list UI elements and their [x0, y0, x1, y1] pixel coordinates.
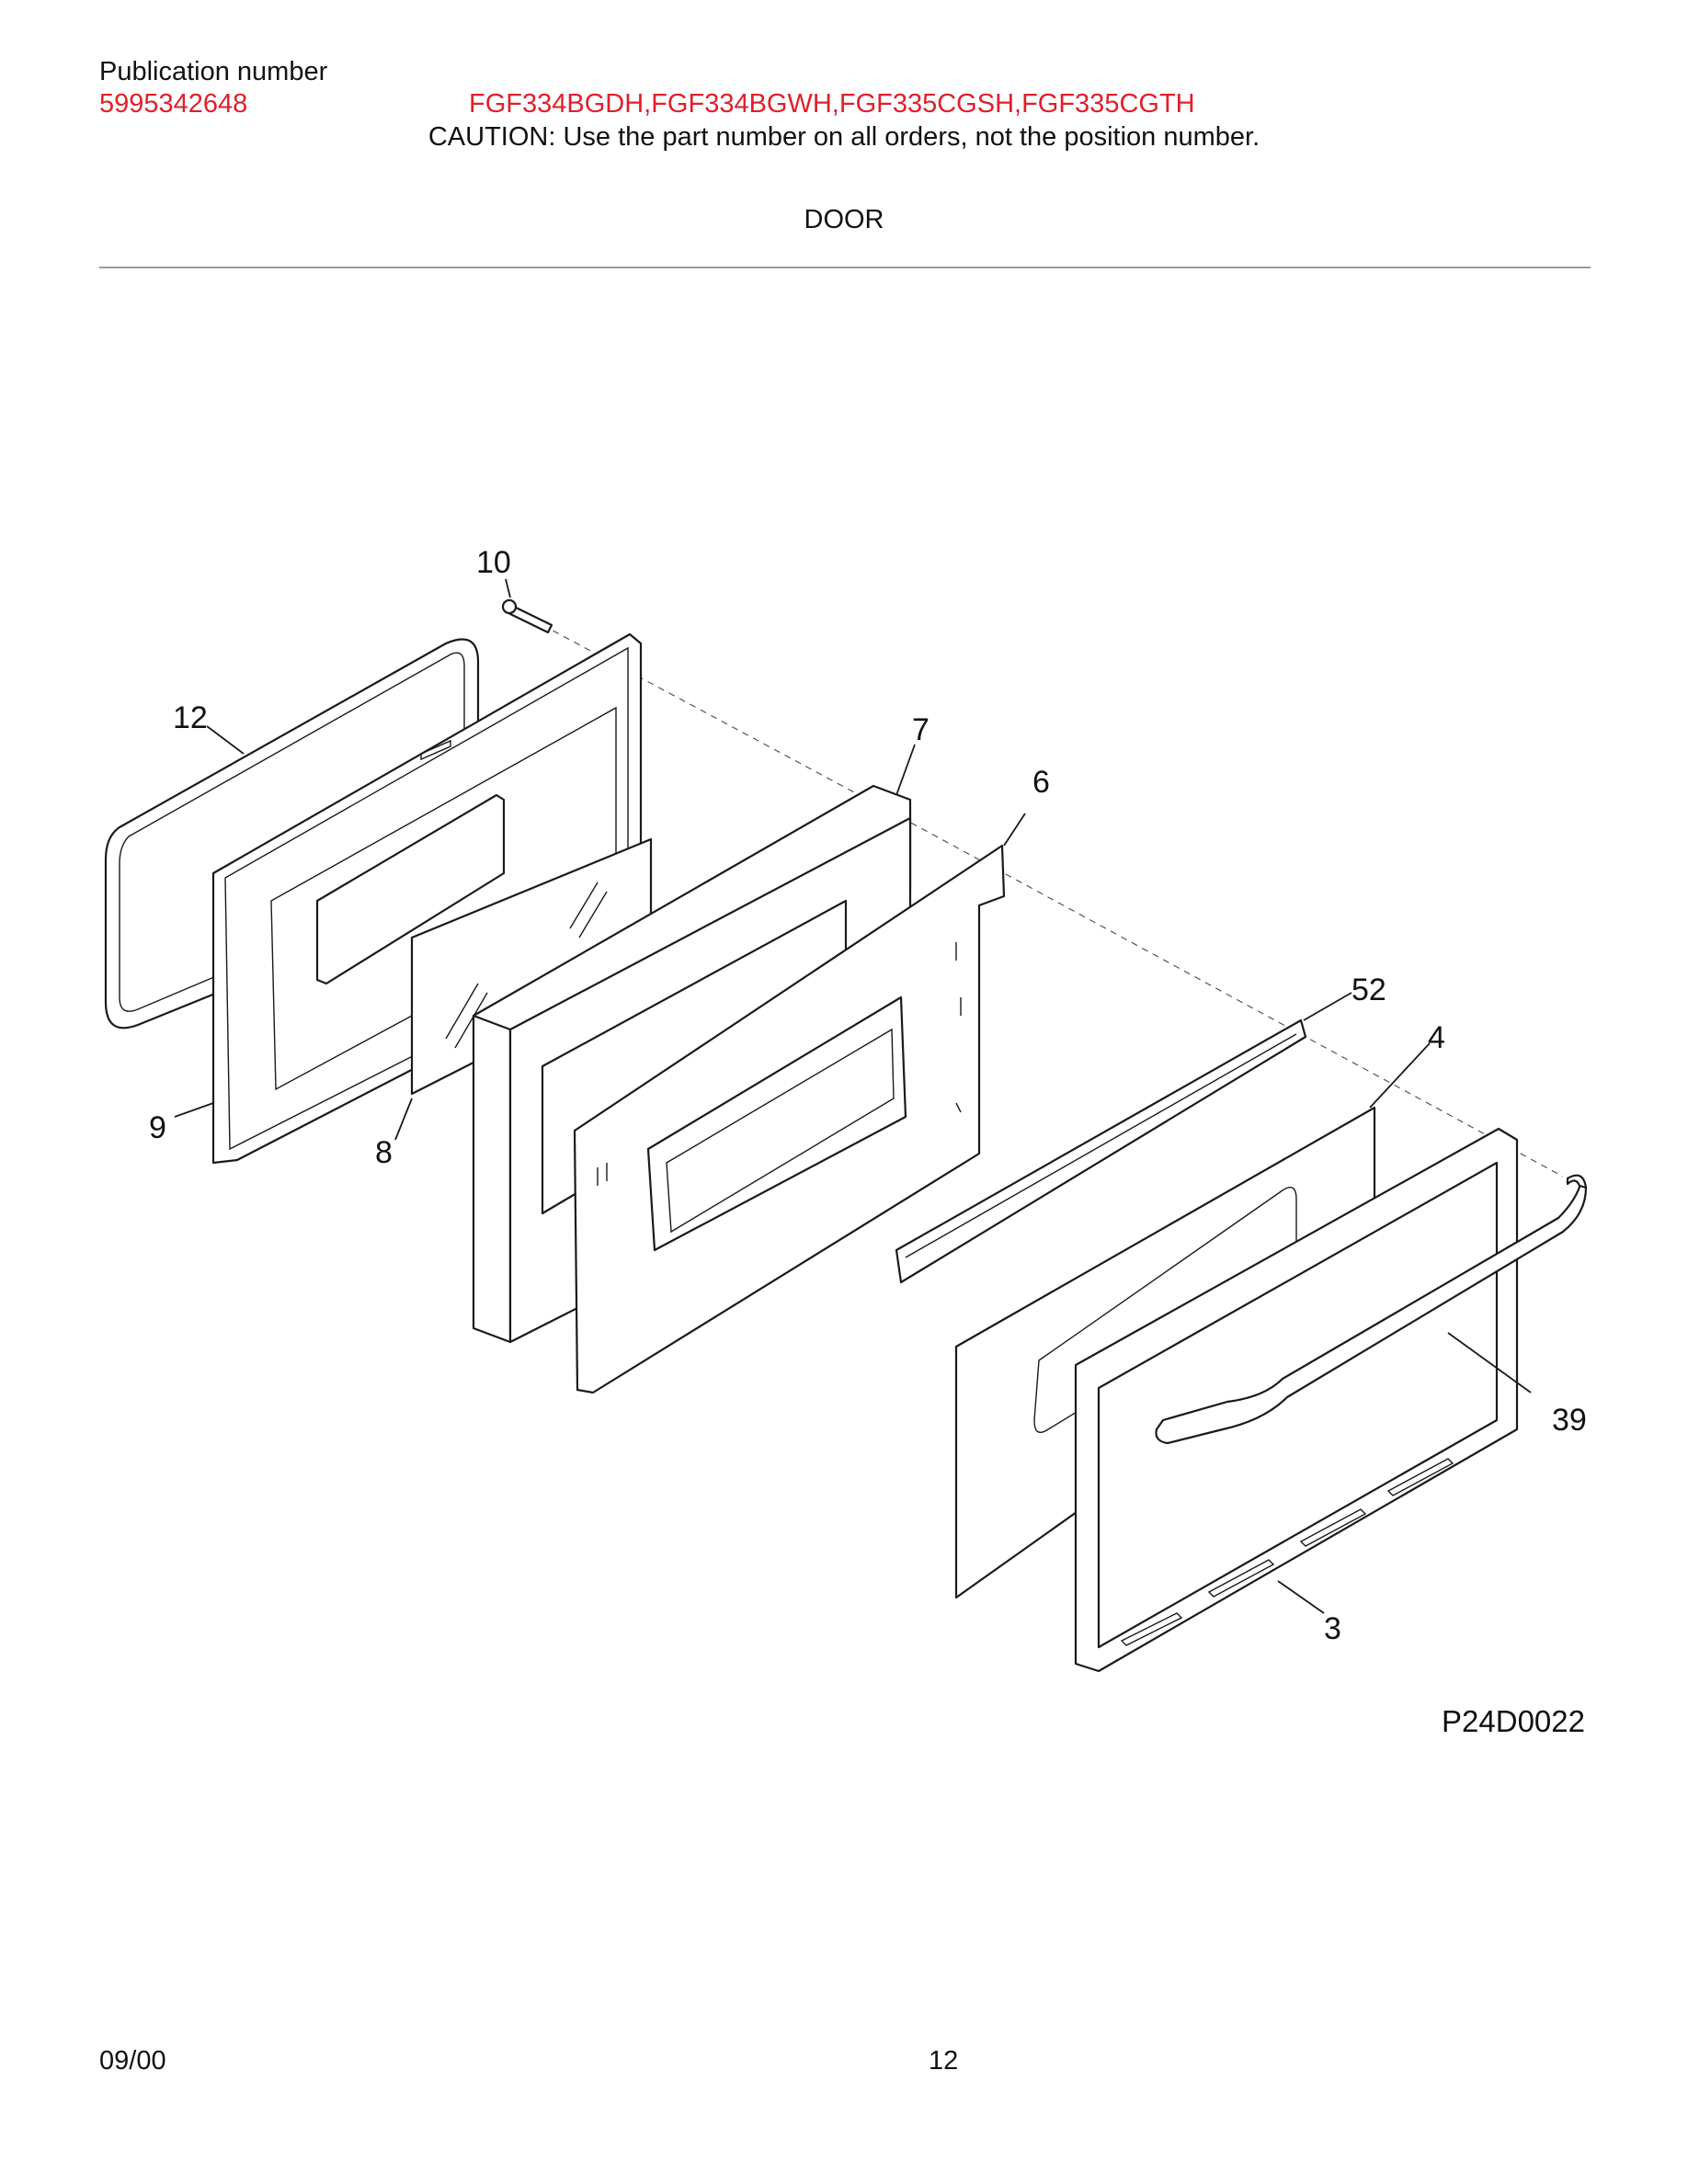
- door-panel-part: [573, 844, 1006, 1394]
- callout-10: 10: [476, 545, 511, 580]
- model-list: FGF334BGDH,FGF334BGWH,FGF335CGSH,FGF335C…: [469, 89, 1195, 119]
- page-number: 12: [929, 2046, 959, 2076]
- caution-note: CAUTION: Use the part number on all orde…: [428, 122, 1260, 152]
- callout-12: 12: [173, 700, 208, 735]
- handle-part: [1155, 1174, 1588, 1445]
- door-frame-part: [1074, 1127, 1519, 1673]
- callout-7: 7: [912, 712, 930, 747]
- callout-39: 39: [1552, 1403, 1587, 1438]
- callout-9: 9: [149, 1110, 166, 1145]
- publication-label: Publication number: [99, 57, 328, 86]
- publication-number: 5995342648: [99, 89, 248, 119]
- callout-3: 3: [1324, 1611, 1341, 1646]
- callout-52: 52: [1352, 973, 1386, 1007]
- channel-strip-part: [895, 1018, 1307, 1284]
- callouts: 10 12 7 6 52 4 9 8 39 3: [149, 545, 1587, 1646]
- callout-6: 6: [1032, 765, 1050, 800]
- callout-4: 4: [1428, 1020, 1445, 1055]
- exploded-door-diagram: 10 12 7 6 52 4 9 8 39 3: [104, 545, 1588, 1673]
- section-title: DOOR: [804, 205, 884, 234]
- diagram-code: P24D0022: [1442, 1704, 1585, 1738]
- header-divider: [99, 267, 1591, 268]
- footer-date: 09/00: [99, 2046, 166, 2076]
- leader-lines: [174, 578, 1532, 1614]
- screw-part: [501, 598, 553, 634]
- callout-8: 8: [375, 1135, 393, 1170]
